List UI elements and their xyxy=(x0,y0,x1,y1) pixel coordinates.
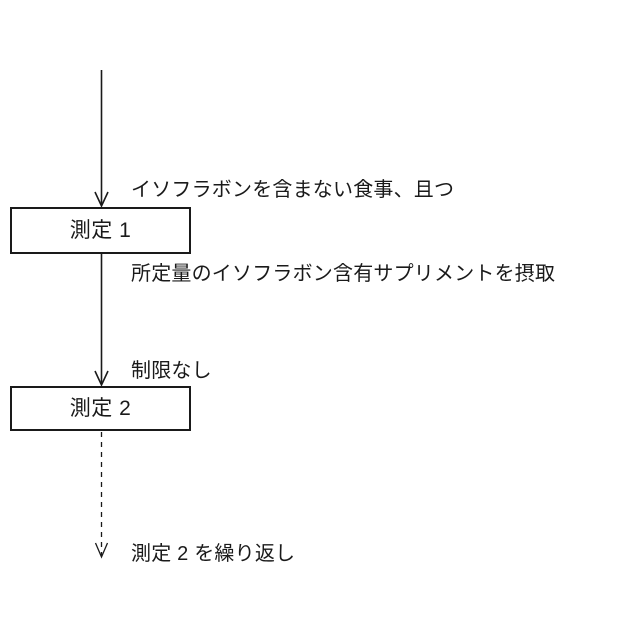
edge-label-intake-line-2: 所定量のイソフラボン含有サプリメントを摂取 xyxy=(131,263,556,285)
edge-start-to-measure-1-arrow xyxy=(94,70,109,208)
edge-label-no-restriction: 制限なし xyxy=(131,301,212,441)
edge-measure-2-to-end-arrow xyxy=(94,432,109,559)
edge-label-repeat-line-1: 測定 2 を繰り返し xyxy=(131,543,296,565)
node-measure-1: 測定 1 xyxy=(10,207,191,254)
edge-label-intake: イソフラボンを含まない食事、且つ 所定量のイソフラボン含有サプリメントを摂取 xyxy=(131,120,555,344)
edge-label-no-restriction-line-1: 制限なし xyxy=(131,360,212,382)
node-measure-2-label: 測定 2 xyxy=(69,397,132,420)
edge-start-to-measure-1-arrowhead xyxy=(94,191,109,208)
edge-measure-1-to-measure-2-arrowhead xyxy=(94,370,109,387)
node-measure-2: 測定 2 xyxy=(10,386,191,431)
edge-measure-2-to-end-arrowhead xyxy=(94,542,109,559)
edge-label-repeat: 測定 2 を繰り返し xyxy=(131,484,295,624)
edge-label-intake-line-1: イソフラボンを含まない食事、且つ xyxy=(131,179,455,201)
edge-measure-1-to-measure-2-arrow xyxy=(94,254,109,387)
node-measure-1-label: 測定 1 xyxy=(69,219,132,242)
